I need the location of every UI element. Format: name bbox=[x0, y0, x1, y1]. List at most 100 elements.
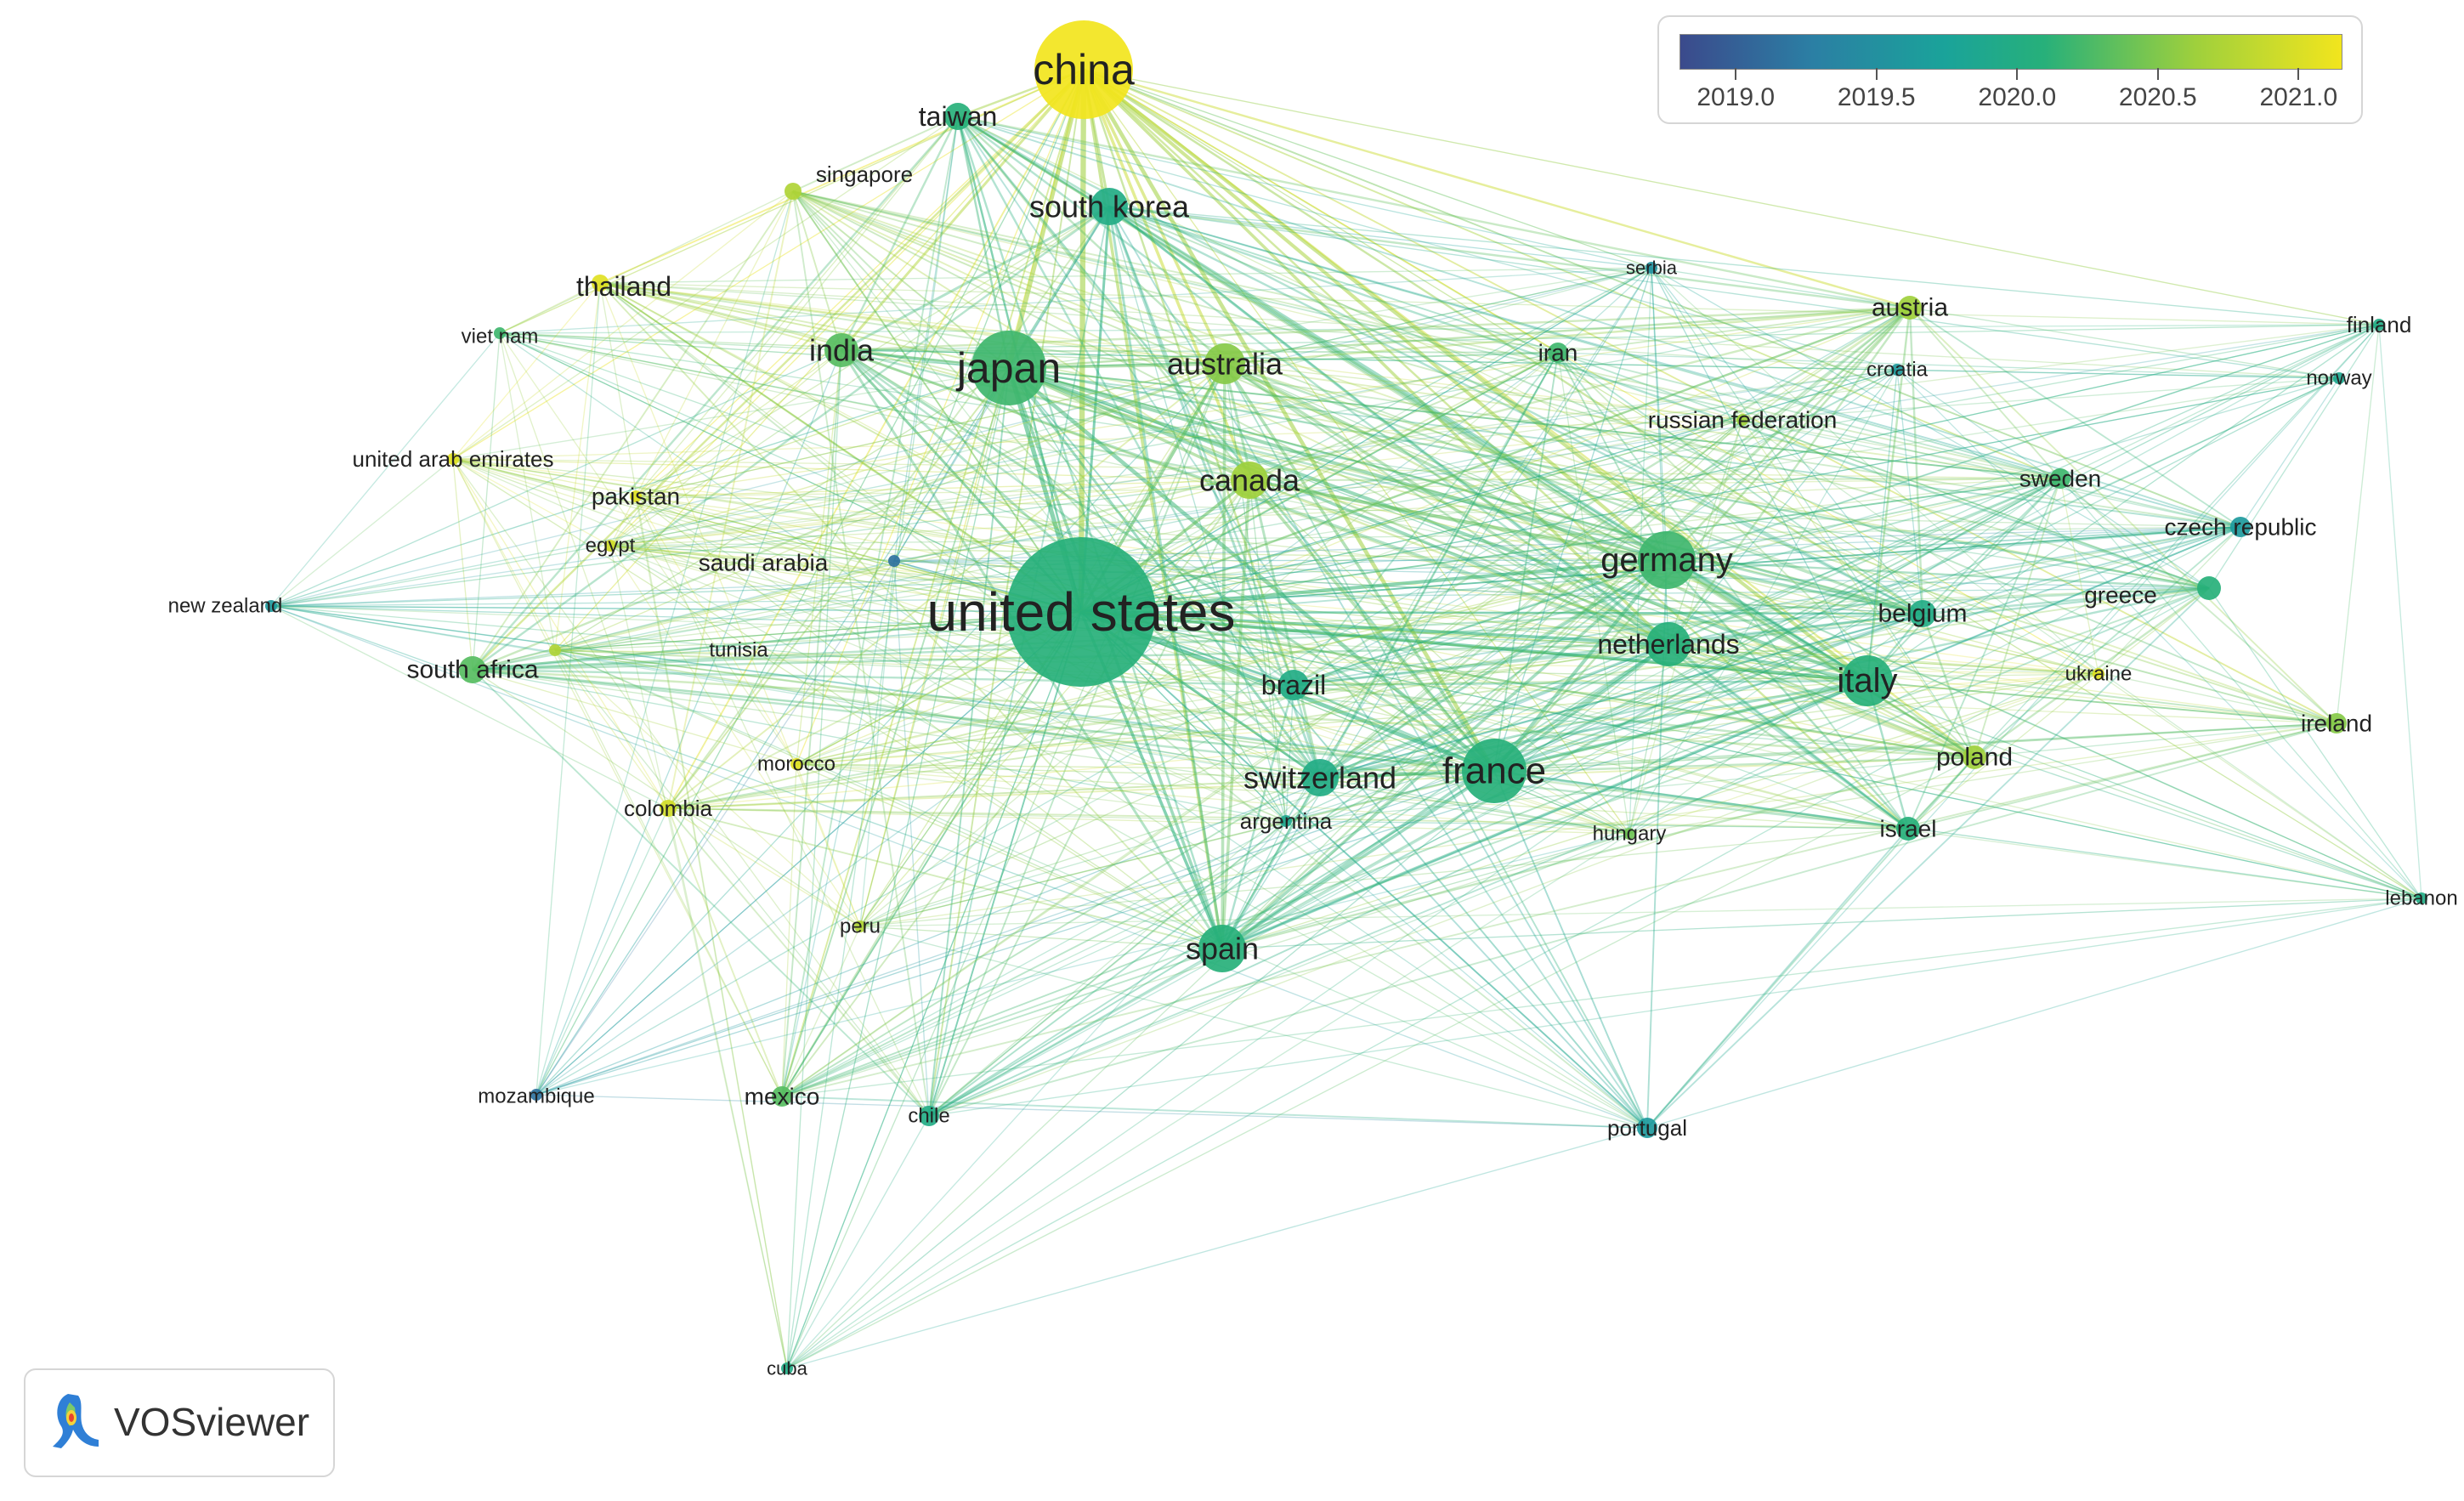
link-thailand-france bbox=[599, 282, 1495, 772]
node-egypt[interactable] bbox=[604, 540, 616, 552]
node-peru[interactable] bbox=[854, 920, 866, 932]
node-poland[interactable] bbox=[1963, 745, 1986, 769]
node-ireland[interactable] bbox=[2326, 713, 2347, 734]
node-canada[interactable] bbox=[1231, 462, 1268, 499]
node-south-africa[interactable] bbox=[459, 656, 486, 683]
link-singapore-united-states bbox=[792, 190, 1082, 613]
link-saudi-arabia-finland bbox=[893, 324, 2380, 562]
node-greece[interactable] bbox=[2197, 576, 2221, 600]
node-iran[interactable] bbox=[1548, 343, 1568, 363]
link-spain-ukraine bbox=[1221, 673, 2099, 949]
node-netherlands[interactable] bbox=[1646, 622, 1691, 666]
node-cuba[interactable] bbox=[781, 1362, 793, 1374]
node-israel[interactable] bbox=[1896, 817, 1920, 841]
link-russian-federation-lebanon bbox=[1742, 419, 2422, 899]
link-japan-canada bbox=[1008, 366, 1250, 482]
label-brazil: brazil bbox=[1261, 670, 1326, 700]
link-australia-cuba bbox=[786, 363, 1226, 1369]
node-serbia[interactable] bbox=[1645, 262, 1657, 274]
link-united-arab-emirates-chile bbox=[452, 458, 930, 1117]
link-netherlands-hungary bbox=[1629, 643, 1669, 835]
label-netherlands: netherlands bbox=[1597, 629, 1739, 660]
link-cuba-hungary bbox=[786, 833, 1630, 1369]
link-serbia-greece bbox=[1651, 267, 2210, 589]
link-canada-lebanon bbox=[1249, 479, 2422, 899]
link-egypt-russian-federation bbox=[609, 419, 1743, 547]
node-germany[interactable] bbox=[1638, 531, 1696, 589]
link-czech-republic-norway bbox=[2240, 377, 2340, 528]
node-australia[interactable] bbox=[1204, 343, 1245, 384]
link-pakistan-chile bbox=[635, 496, 930, 1117]
node-belgium[interactable] bbox=[1909, 600, 1936, 627]
node-sweden[interactable] bbox=[2050, 468, 2070, 489]
link-israel-finland bbox=[1907, 324, 2380, 830]
node-taiwan[interactable] bbox=[944, 103, 971, 130]
link-germany-sweden bbox=[1666, 478, 2061, 561]
link-australia-spain bbox=[1221, 363, 1226, 949]
label-serbia: serbia bbox=[1626, 258, 1678, 279]
link-taiwan-france bbox=[957, 116, 1495, 772]
node-mozambique[interactable] bbox=[530, 1089, 542, 1101]
node-pakistan[interactable] bbox=[630, 490, 642, 502]
label-lebanon: lebanon bbox=[2385, 887, 2457, 910]
link-austria-czech-republic bbox=[1909, 307, 2241, 528]
label-egypt: egypt bbox=[586, 535, 636, 558]
node-norway[interactable] bbox=[2333, 372, 2345, 384]
node-russian-federation[interactable] bbox=[1736, 414, 1748, 426]
node-south-korea[interactable] bbox=[1090, 188, 1128, 225]
link-brazil-poland bbox=[1293, 683, 1975, 759]
link-russian-federation-netherlands bbox=[1668, 419, 1743, 645]
link-spain-sweden bbox=[1221, 478, 2061, 949]
node-portugal[interactable] bbox=[1637, 1118, 1657, 1138]
node-tunisia[interactable] bbox=[549, 644, 561, 656]
node-colombia[interactable] bbox=[660, 800, 677, 817]
node-lebanon[interactable] bbox=[2416, 892, 2427, 904]
node-saudi-arabia[interactable] bbox=[888, 555, 900, 567]
link-india-pakistan bbox=[635, 349, 842, 497]
node-spain[interactable] bbox=[1198, 925, 1246, 972]
node-united-arab-emirates[interactable] bbox=[447, 453, 459, 465]
link-france-iran bbox=[1493, 352, 1559, 772]
link-germany-poland bbox=[1666, 558, 1975, 759]
link-peru-germany bbox=[859, 559, 1668, 927]
node-hungary[interactable] bbox=[1623, 828, 1635, 840]
link-singapore-south-africa bbox=[472, 190, 794, 671]
link-japan-tunisia bbox=[554, 367, 1010, 651]
node-argentina[interactable] bbox=[1280, 815, 1292, 827]
node-thailand[interactable] bbox=[592, 275, 609, 292]
link-canada-france bbox=[1248, 479, 1496, 773]
node-france[interactable] bbox=[1462, 739, 1527, 803]
node-morocco[interactable] bbox=[790, 758, 802, 770]
node-mexico[interactable] bbox=[772, 1086, 792, 1107]
node-india[interactable] bbox=[824, 333, 858, 367]
link-united-states-netherlands bbox=[1080, 610, 1669, 646]
link-taiwan-cuba bbox=[786, 116, 959, 1369]
node-brazil[interactable] bbox=[1278, 670, 1309, 700]
node-china[interactable] bbox=[1034, 20, 1133, 119]
link-greece-ukraine bbox=[2098, 587, 2210, 675]
node-viet-nam[interactable] bbox=[494, 327, 506, 339]
node-italy[interactable] bbox=[1842, 655, 1893, 706]
node-japan[interactable] bbox=[971, 331, 1046, 405]
link-tunisia-greece bbox=[554, 587, 2210, 651]
link-thailand-czech-republic bbox=[599, 282, 2241, 528]
node-chile[interactable] bbox=[919, 1106, 939, 1126]
link-spain-czech-republic bbox=[1221, 526, 2241, 949]
node-austria[interactable] bbox=[1898, 296, 1922, 320]
node-finland[interactable] bbox=[2373, 319, 2385, 331]
node-new-zealand[interactable] bbox=[265, 600, 277, 612]
link-switzerland-germany bbox=[1319, 558, 1668, 779]
node-czech-republic[interactable] bbox=[2230, 517, 2251, 537]
link-taiwan-czech-republic bbox=[957, 116, 2241, 528]
node-united-states[interactable] bbox=[1006, 537, 1156, 687]
node-switzerland[interactable] bbox=[1301, 759, 1339, 796]
link-peru-iran bbox=[859, 352, 1559, 927]
link-netherlands-israel bbox=[1668, 643, 1909, 830]
node-ukraine[interactable] bbox=[2093, 668, 2104, 680]
link-china-brazil bbox=[1082, 69, 1295, 686]
node-croatia[interactable] bbox=[1891, 364, 1903, 376]
link-taiwan-portugal bbox=[957, 116, 1648, 1129]
link-united-states-south-africa bbox=[472, 610, 1082, 671]
node-singapore[interactable] bbox=[785, 183, 802, 200]
